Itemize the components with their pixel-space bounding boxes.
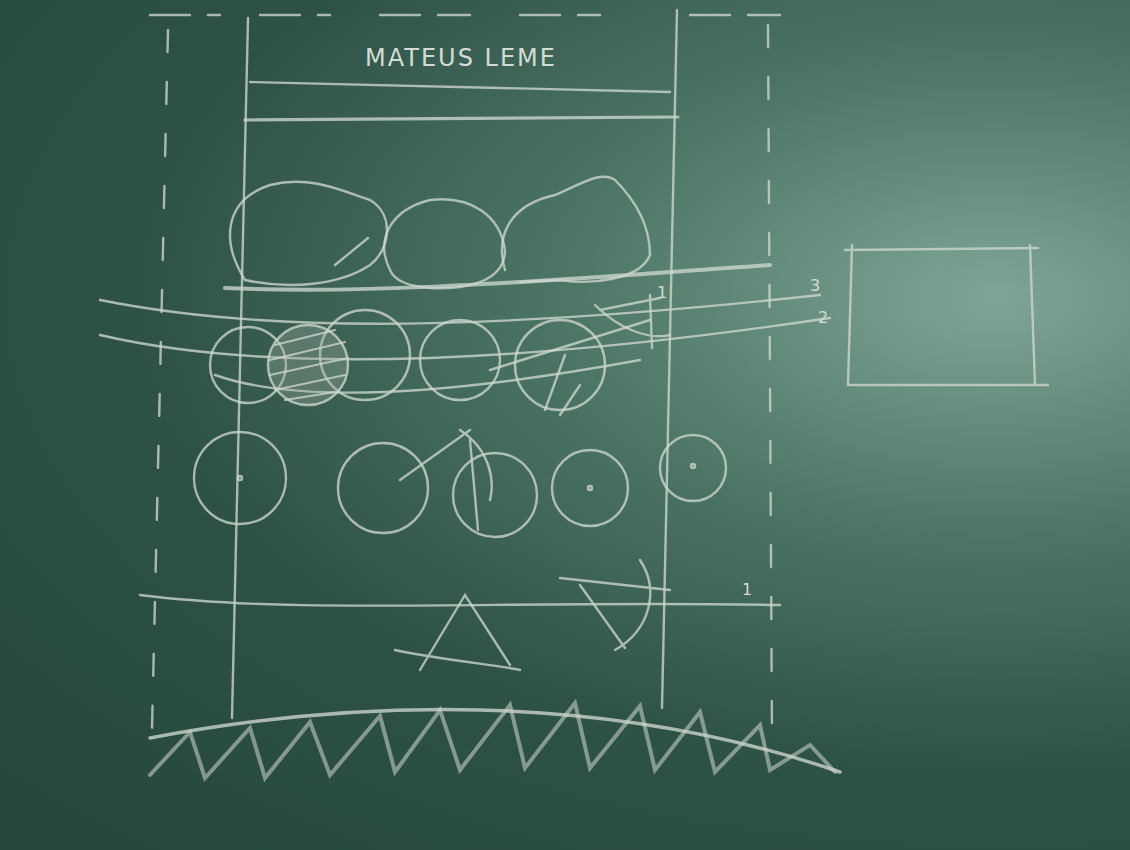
- header-bar: MATEUS LEME: [252, 36, 670, 80]
- app-title: MATEUS LEME: [365, 44, 557, 72]
- callout-number: 3: [810, 278, 820, 294]
- callout-number: 2: [818, 310, 828, 326]
- callout-number: 1: [742, 582, 752, 598]
- callout-number: 1: [657, 285, 667, 301]
